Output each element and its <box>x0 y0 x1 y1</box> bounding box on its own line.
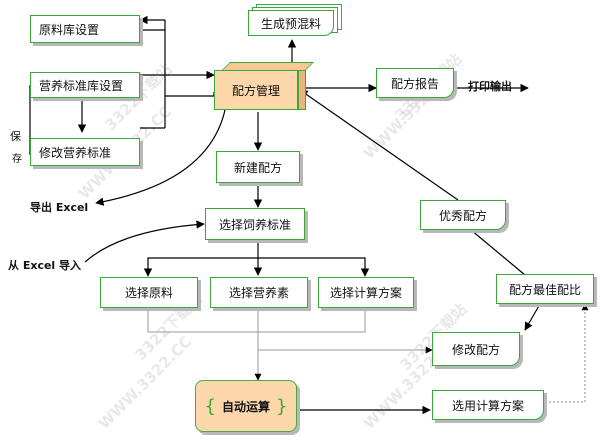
formula-management-label: 配方管理 <box>231 83 280 98</box>
chosen-calc-plan-label: 选用计算方案 <box>451 398 524 413</box>
select-material-box[interactable]: 选择原料 <box>100 277 198 308</box>
modify-formula-box[interactable]: 修改配方 <box>432 332 520 366</box>
excellent-formula-box[interactable]: 优秀配方 <box>420 200 506 230</box>
auto-calc-box[interactable]: { 自动运算 } <box>195 380 297 432</box>
brace-right-icon: } <box>276 395 288 417</box>
formula-report-label: 配方报告 <box>390 76 439 91</box>
keep-char-2: 存 <box>12 154 22 165</box>
new-formula-box[interactable]: 新建配方 <box>216 151 300 183</box>
select-nutrient-label: 选择营养素 <box>228 286 289 300</box>
generate-premix-label: 生成预混料 <box>260 16 321 31</box>
generate-premix-box[interactable]: 生成预混料 <box>248 10 334 36</box>
nutrition-settings-box[interactable]: 营养标准库设置 <box>30 72 140 98</box>
select-calc-plan-box[interactable]: 选择计算方案 <box>318 277 414 308</box>
select-feed-standard-label: 选择饲养标准 <box>218 217 291 232</box>
select-nutrient-box[interactable]: 选择营养素 <box>210 277 308 308</box>
best-ratio-box[interactable]: 配方最佳配比 <box>496 274 594 304</box>
modify-nutrition-box[interactable]: 修改营养标准 <box>30 138 140 166</box>
chosen-calc-plan-box[interactable]: 选用计算方案 <box>432 390 544 420</box>
best-ratio-label: 配方最佳配比 <box>508 282 581 297</box>
nutrition-settings-label: 营养标准库设置 <box>39 78 124 93</box>
keep-char-1: 保 <box>10 130 21 143</box>
brace-left-icon: { <box>204 395 216 417</box>
formula-management-box[interactable]: 配方管理 <box>214 70 298 110</box>
auto-calc-label: 自动运算 <box>221 399 270 414</box>
print-output-label: 打印输出 <box>468 80 512 93</box>
modify-formula-label: 修改配方 <box>451 342 500 357</box>
select-material-label: 选择原料 <box>124 286 173 300</box>
select-calc-plan-label: 选择计算方案 <box>329 286 402 300</box>
material-settings-box[interactable]: 原料库设置 <box>30 15 140 43</box>
export-excel-label: 导出 Excel <box>30 201 89 214</box>
import-excel-label: 从 Excel 导入 <box>8 259 82 272</box>
new-formula-label: 新建配方 <box>233 160 282 175</box>
formula-report-box[interactable]: 配方报告 <box>376 68 454 98</box>
cube-top <box>222 62 314 70</box>
excellent-formula-label: 优秀配方 <box>438 208 487 223</box>
modify-nutrition-label: 修改营养标准 <box>39 145 112 160</box>
material-settings-label: 原料库设置 <box>39 22 100 37</box>
select-feed-standard-box[interactable]: 选择饲养标准 <box>205 208 305 240</box>
cube-side <box>298 70 306 110</box>
